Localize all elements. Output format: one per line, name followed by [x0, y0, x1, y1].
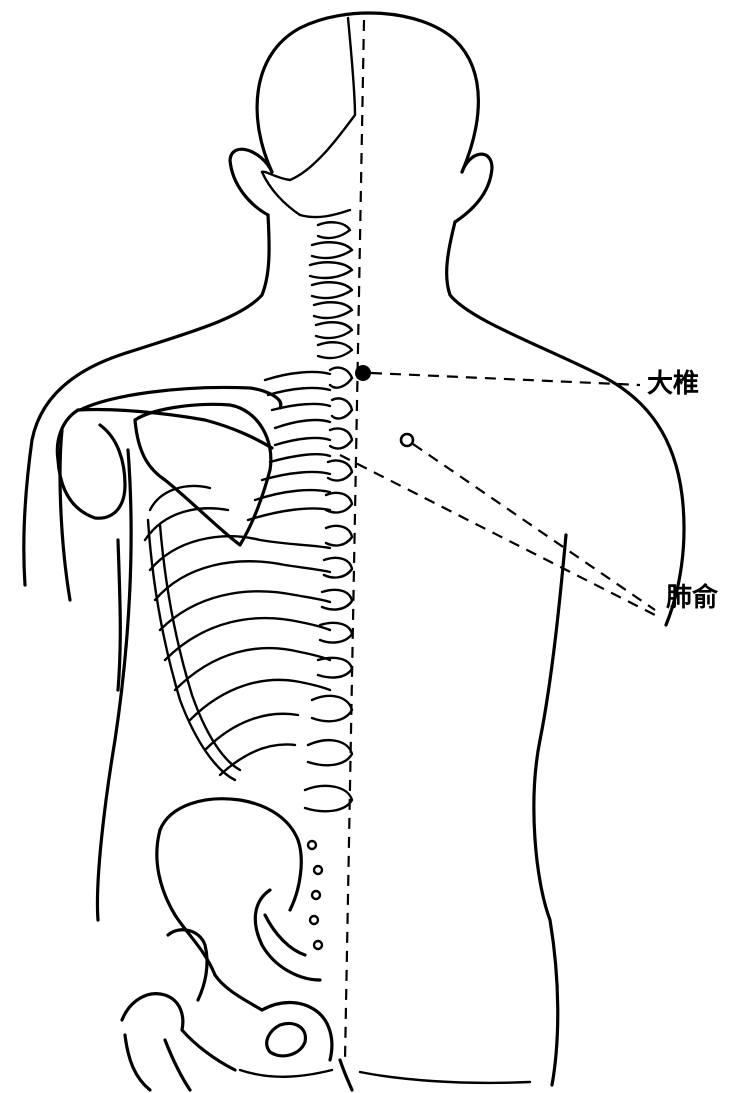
- feishu-leader-upper: [413, 444, 655, 610]
- feishu-leader-lower: [340, 455, 655, 615]
- dazhui-point: [355, 365, 371, 381]
- dazhui-label: 大椎: [647, 371, 699, 397]
- feishu-label: 肺俞: [666, 585, 718, 611]
- body-outline: [24, 215, 684, 1090]
- scapula: [57, 387, 280, 545]
- ribcage: [145, 372, 330, 780]
- pelvis: [122, 799, 332, 1090]
- cervical-spine: [310, 222, 352, 358]
- head-outline: [230, 13, 492, 222]
- feishu-point: [401, 434, 413, 446]
